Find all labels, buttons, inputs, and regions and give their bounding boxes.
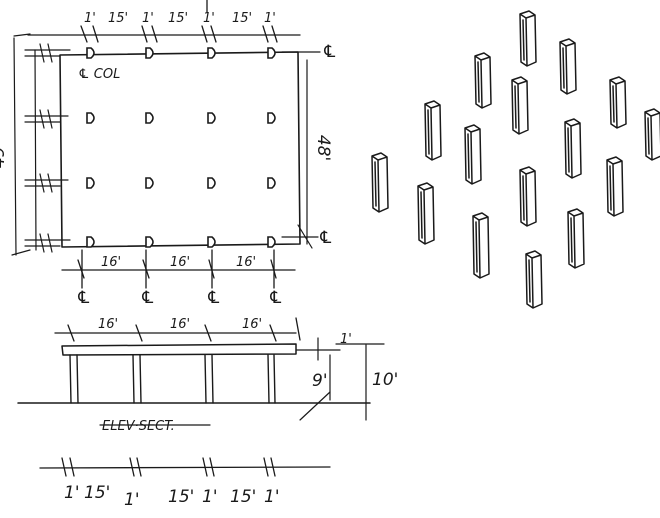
bottom-dim-1: 1' — [64, 483, 80, 503]
elev-total-dim: 10' — [372, 370, 398, 390]
plan-column-mark — [267, 112, 276, 124]
plan-cl-mark-top: ℄ — [322, 42, 337, 62]
plan-column-mark — [86, 236, 95, 248]
plan-right-dim: 48' — [313, 135, 333, 161]
elev-top-dim-2: 16' — [170, 317, 190, 332]
plan-column-mark — [207, 112, 216, 124]
plan-top-dim-ticks — [80, 0, 278, 43]
isometric-column — [559, 38, 577, 95]
isometric-column — [525, 250, 543, 309]
isometric-column — [424, 100, 442, 161]
elev-slab-dim: 1' — [340, 332, 352, 347]
plan-column-mark — [145, 112, 154, 124]
plan-columns — [86, 47, 276, 248]
bottom-dim-7: 1' — [264, 487, 280, 507]
plan-left-dim-top — [13, 33, 31, 37]
plan-view: 1' 15' 1' 15' 1' 15' 1' ℄ COL 49' — [0, 0, 337, 308]
plan-cl-mark-2: ℄ — [140, 288, 155, 308]
plan-top-dim-6: 15' — [232, 11, 252, 26]
plan-column-mark — [267, 177, 276, 189]
plan-cl-mark-bottom: ℄ — [318, 228, 333, 248]
elev-height-dim: 9' — [312, 371, 328, 391]
plan-column-mark — [207, 236, 216, 248]
bottom-dim-4: 15' — [168, 487, 194, 507]
isometric-column — [644, 108, 660, 161]
plan-column-mark — [207, 47, 216, 59]
plan-bottom-dim-2: 16' — [170, 255, 190, 270]
plan-top-dim-4: 15' — [168, 11, 188, 26]
elev-slab — [61, 343, 297, 356]
plan-column-mark — [86, 112, 95, 124]
isometric-column — [464, 124, 482, 185]
plan-top-dim-5: 1' — [203, 11, 215, 26]
isometric-column — [511, 76, 529, 135]
plan-column-mark — [145, 236, 154, 248]
elev-top-dim-1: 16' — [98, 317, 118, 332]
isometric-column — [606, 156, 624, 217]
plan-cl-mark-4: ℄ — [268, 288, 283, 308]
plan-column-mark — [267, 47, 276, 59]
plan-column-mark — [207, 177, 216, 189]
plan-column-mark — [145, 47, 154, 59]
elev-top-ticks — [67, 317, 301, 342]
plan-column-mark — [86, 177, 95, 189]
isometric-column — [519, 10, 537, 67]
plan-left-dim: 49' — [0, 142, 9, 168]
plan-cl-mark-3: ℄ — [206, 288, 221, 308]
plan-top-dim-7: 1' — [264, 11, 276, 26]
isometric-column — [472, 212, 490, 279]
elev-top-dim-3: 16' — [242, 317, 262, 332]
isometric-column — [519, 166, 537, 227]
plan-column-mark — [145, 177, 154, 189]
plan-bottom-dim-3: 16' — [236, 255, 256, 270]
plan-top-dim-3: 1' — [142, 11, 154, 26]
isometric-column — [371, 152, 389, 213]
plan-row-marks — [24, 43, 71, 253]
plan-top-dim-1: 1' — [84, 11, 96, 26]
bottom-dim-5: 1' — [202, 487, 218, 507]
plan-column-mark — [86, 47, 95, 59]
elev-title: ELEV·SECT. — [102, 419, 175, 434]
isometric-column — [609, 76, 627, 129]
elev-posts — [69, 354, 276, 404]
plan-left-dim-bottom — [11, 249, 31, 256]
isometric-column — [567, 208, 585, 269]
plan-column-mark — [267, 236, 276, 248]
elevation-section: 16' 16' 16' 1' 9' 10' ELEV·SECT. — [17, 317, 398, 434]
col-centerline-label: ℄ COL — [78, 67, 120, 82]
plan-bottom-dim-1: 16' — [101, 255, 121, 270]
plan-left-inner-line — [34, 49, 37, 251]
isometric-column — [474, 52, 492, 109]
isometric-columns — [371, 10, 660, 309]
plan-left-dim-line — [13, 37, 17, 256]
isometric-column — [417, 182, 435, 245]
plan-bottom-ticks — [77, 249, 277, 289]
plan-slab-outline — [59, 51, 301, 248]
plan-cl-mark-1: ℄ — [76, 288, 91, 308]
bottom-dim-ticks — [61, 457, 276, 477]
bottom-dim-row: 1' 15' 1' 15' 1' 15' 1' — [39, 457, 331, 510]
plan-top-dim-2: 15' — [108, 11, 128, 26]
isometric-column — [564, 118, 582, 179]
bottom-dim-2: 15' — [84, 483, 110, 503]
plan-right-tick — [297, 224, 313, 249]
bottom-dim-line — [39, 466, 331, 469]
bottom-dim-3: 1' — [124, 490, 140, 510]
bottom-dim-6: 15' — [230, 487, 256, 507]
elev-height-tick — [299, 391, 331, 421]
